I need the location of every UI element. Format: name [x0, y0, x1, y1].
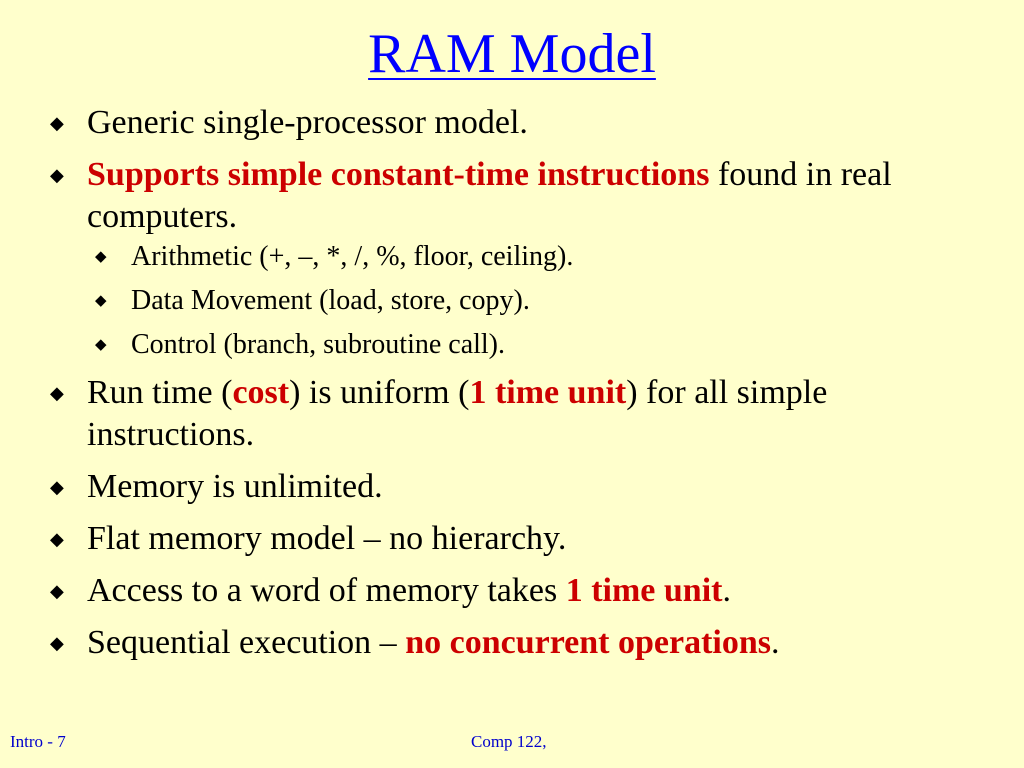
sub-bullet-text: Data Movement (load, store, copy).	[131, 285, 530, 316]
bullet-item: ◆ Access to a word of memory takes 1 tim…	[50, 570, 980, 612]
bullet-emphasis: cost	[232, 374, 290, 411]
footer-slide-number: Intro - 7	[10, 732, 66, 751]
footer-course: Comp 122,	[471, 732, 547, 751]
diamond-bullet-icon: ◆	[95, 249, 107, 265]
diamond-bullet-icon: ◆	[95, 293, 107, 309]
sub-bullet-text: Arithmetic (+, –, *, /, %, floor, ceilin…	[131, 241, 574, 272]
diamond-bullet-icon: ◆	[50, 529, 64, 549]
diamond-bullet-icon: ◆	[50, 633, 64, 653]
bullet-text: Sequential execution –	[87, 624, 406, 661]
sub-bullet-text: Control (branch, subroutine call).	[131, 329, 506, 360]
bullet-text: found in real computers.	[87, 156, 892, 235]
sub-bullet-item: ◆ Arithmetic (+, –, *, /, %, floor, ceil…	[95, 240, 980, 274]
diamond-bullet-icon: ◆	[50, 383, 64, 403]
diamond-bullet-icon: ◆	[50, 165, 64, 185]
bullet-list: ◆ Generic single-processor model. ◆ Supp…	[50, 102, 980, 674]
diamond-bullet-icon: ◆	[95, 337, 107, 353]
bullet-item: ◆ Sequential execution – no concurrent o…	[50, 622, 980, 664]
sub-bullet-item: ◆ Control (branch, subroutine call).	[95, 328, 980, 362]
bullet-text: ) is uniform (	[289, 374, 470, 411]
diamond-bullet-icon: ◆	[50, 477, 64, 497]
diamond-bullet-icon: ◆	[50, 113, 64, 133]
diamond-bullet-icon: ◆	[50, 581, 64, 601]
bullet-text: .	[771, 624, 780, 661]
bullet-emphasis: 1 time unit	[469, 374, 627, 411]
bullet-item: ◆ Memory is unlimited.	[50, 466, 980, 508]
bullet-emphasis: Supports simple constant-time instructio…	[87, 156, 710, 193]
bullet-text: .	[722, 572, 731, 609]
bullet-text: Access to a word of memory takes	[87, 572, 566, 609]
slide-title: RAM Model	[368, 23, 656, 85]
bullet-text: Generic single-processor model.	[87, 104, 528, 141]
bullet-emphasis: 1 time unit	[565, 572, 723, 609]
bullet-item: ◆ Flat memory model – no hierarchy.	[50, 518, 980, 560]
bullet-text: Memory is unlimited.	[87, 468, 383, 505]
sub-bullet-list: ◆ Arithmetic (+, –, *, /, %, floor, ceil…	[95, 240, 980, 362]
bullet-item: ◆ Generic single-processor model.	[50, 102, 980, 144]
bullet-emphasis: no concurrent operations	[405, 624, 771, 661]
bullet-item: ◆ Supports simple constant-time instruct…	[50, 154, 980, 362]
bullet-text: ) for all simple instructions.	[87, 374, 828, 453]
sub-bullet-item: ◆ Data Movement (load, store, copy).	[95, 284, 980, 318]
bullet-item: ◆ Run time (cost) is uniform (1 time uni…	[50, 372, 980, 456]
bullet-text: Run time (	[87, 374, 233, 411]
bullet-text: Flat memory model – no hierarchy.	[87, 520, 567, 557]
